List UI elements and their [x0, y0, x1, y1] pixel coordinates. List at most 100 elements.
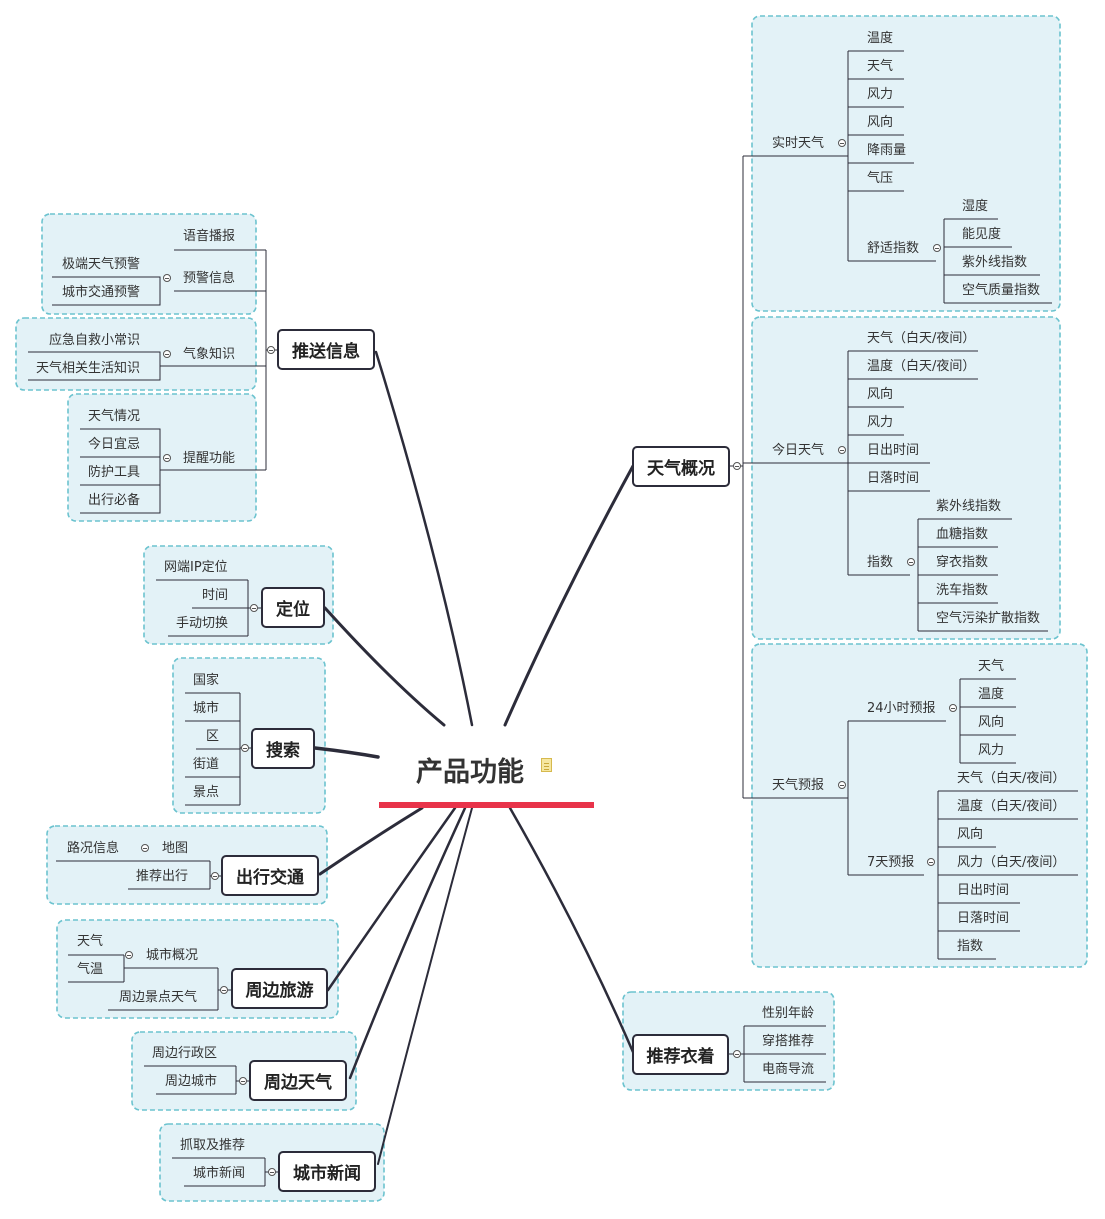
topic-24h-child[interactable]: 天气 [978, 659, 1005, 674]
topic-voice[interactable]: 语音播报 [183, 229, 236, 244]
topic-today-index[interactable]: 指数 [867, 555, 894, 570]
topic-locate-child[interactable]: 时间 [202, 588, 229, 603]
collapse-toggle-icon[interactable] [733, 462, 741, 470]
collapse-toggle-icon[interactable] [239, 1077, 247, 1085]
topic-7day-child[interactable]: 风力（白天/夜间） [957, 855, 1066, 870]
branch-clothing[interactable]: 推荐衣着 [632, 1034, 729, 1075]
topic-reminder-child[interactable]: 天气情况 [88, 409, 141, 424]
collapse-toggle-icon[interactable] [163, 350, 171, 358]
topic-index-child[interactable]: 空气污染扩散指数 [936, 611, 1041, 626]
topic-reminder[interactable]: 提醒功能 [183, 451, 236, 466]
collapse-toggle-icon[interactable] [268, 1168, 276, 1176]
root-topic[interactable]: 产品功能 [416, 757, 524, 788]
collapse-toggle-icon[interactable] [927, 858, 935, 866]
topic-tour-weather[interactable]: 天气 [77, 934, 104, 949]
collapse-toggle-icon[interactable] [125, 951, 133, 959]
topic-city-overview[interactable]: 城市概况 [146, 948, 199, 963]
topic-realtime-child[interactable]: 降雨量 [867, 143, 907, 158]
branch-push-info[interactable]: 推送信息 [277, 329, 375, 370]
topic-7day-child[interactable]: 指数 [957, 939, 984, 954]
topic-24h-child[interactable]: 风向 [978, 715, 1005, 730]
topic-knowledge-child[interactable]: 天气相关生活知识 [36, 361, 141, 376]
topic-realtime-child[interactable]: 天气 [867, 59, 894, 74]
topic-news-child[interactable]: 抓取及推荐 [180, 1138, 246, 1153]
branch-search[interactable]: 搜索 [251, 728, 315, 769]
collapse-toggle-icon[interactable] [267, 346, 275, 354]
topic-7day-child[interactable]: 天气（白天/夜间） [957, 771, 1066, 786]
topic-news-child[interactable]: 城市新闻 [193, 1166, 246, 1181]
topic-index-child[interactable]: 血糖指数 [936, 527, 989, 542]
topic-reminder-child[interactable]: 防护工具 [88, 465, 141, 480]
topic-comfort-child[interactable]: 空气质量指数 [962, 283, 1041, 298]
topic-realtime-child[interactable]: 风力 [867, 87, 894, 102]
topic-locate-child[interactable]: 网端IP定位 [164, 560, 228, 575]
topic-warning[interactable]: 预警信息 [183, 271, 236, 286]
topic-clothing-child[interactable]: 电商导流 [762, 1062, 815, 1077]
topic-forecast[interactable]: 天气预报 [772, 778, 825, 793]
branch-locate[interactable]: 定位 [261, 587, 325, 628]
topic-7day-child[interactable]: 日出时间 [957, 883, 1010, 898]
topic-today[interactable]: 今日天气 [772, 443, 825, 458]
topic-comfort-child[interactable]: 能见度 [962, 227, 1002, 242]
topic-search-child[interactable]: 街道 [193, 757, 220, 772]
topic-7day-child[interactable]: 风向 [957, 827, 984, 842]
collapse-toggle-icon[interactable] [211, 872, 219, 880]
topic-realtime-child[interactable]: 风向 [867, 115, 894, 130]
collapse-toggle-icon[interactable] [838, 781, 846, 789]
topic-warning-child[interactable]: 城市交通预警 [62, 285, 141, 300]
topic-knowledge-child[interactable]: 应急自救小常识 [49, 333, 141, 348]
topic-knowledge[interactable]: 气象知识 [183, 347, 236, 362]
collapse-toggle-icon[interactable] [220, 986, 228, 994]
topic-today-child[interactable]: 风向 [867, 387, 894, 402]
topic-index-child[interactable]: 穿衣指数 [936, 555, 989, 570]
topic-today-child[interactable]: 温度（白天/夜间） [867, 359, 976, 374]
topic-realtime[interactable]: 实时天气 [772, 136, 825, 151]
topic-comfort-index[interactable]: 舒适指数 [867, 241, 920, 256]
note-icon[interactable] [541, 758, 552, 772]
topic-comfort-child[interactable]: 湿度 [962, 199, 989, 214]
topic-warning-child[interactable]: 极端天气预警 [62, 257, 141, 272]
topic-7day-child[interactable]: 日落时间 [957, 911, 1010, 926]
topic-reminder-child[interactable]: 出行必备 [88, 493, 141, 508]
topic-24h-forecast[interactable]: 24小时预报 [867, 701, 936, 716]
topic-search-child[interactable]: 国家 [193, 673, 220, 688]
topic-search-child[interactable]: 景点 [193, 785, 220, 800]
collapse-toggle-icon[interactable] [141, 844, 149, 852]
collapse-toggle-icon[interactable] [241, 744, 249, 752]
collapse-toggle-icon[interactable] [163, 454, 171, 462]
collapse-toggle-icon[interactable] [949, 704, 957, 712]
branch-tour[interactable]: 周边旅游 [231, 968, 328, 1009]
branch-nearby-weather[interactable]: 周边天气 [249, 1060, 347, 1101]
branch-news[interactable]: 城市新闻 [278, 1151, 376, 1192]
topic-nearby-child[interactable]: 周边行政区 [152, 1046, 218, 1061]
collapse-toggle-icon[interactable] [907, 558, 915, 566]
collapse-toggle-icon[interactable] [838, 139, 846, 147]
topic-spot-weather[interactable]: 周边景点天气 [119, 990, 198, 1005]
topic-search-child[interactable]: 区 [206, 729, 220, 744]
topic-comfort-child[interactable]: 紫外线指数 [962, 255, 1028, 270]
topic-locate-child[interactable]: 手动切换 [176, 616, 229, 631]
topic-today-child[interactable]: 日出时间 [867, 443, 920, 458]
topic-7day-forecast[interactable]: 7天预报 [867, 855, 915, 870]
branch-weather[interactable]: 天气概况 [632, 446, 730, 487]
topic-today-child[interactable]: 风力 [867, 415, 894, 430]
topic-7day-child[interactable]: 温度（白天/夜间） [957, 799, 1066, 814]
topic-clothing-child[interactable]: 穿搭推荐 [762, 1034, 815, 1049]
topic-search-child[interactable]: 城市 [193, 701, 220, 716]
topic-road-info[interactable]: 路况信息 [67, 841, 120, 856]
collapse-toggle-icon[interactable] [250, 604, 258, 612]
topic-recommend-travel[interactable]: 推荐出行 [136, 869, 189, 884]
topic-24h-child[interactable]: 风力 [978, 743, 1005, 758]
topic-index-child[interactable]: 紫外线指数 [936, 499, 1002, 514]
topic-24h-child[interactable]: 温度 [978, 687, 1005, 702]
topic-clothing-child[interactable]: 性别年龄 [762, 1006, 815, 1021]
topic-realtime-child[interactable]: 气压 [867, 171, 894, 186]
topic-today-child[interactable]: 天气（白天/夜间） [867, 331, 976, 346]
collapse-toggle-icon[interactable] [933, 244, 941, 252]
topic-reminder-child[interactable]: 今日宜忌 [88, 437, 141, 452]
topic-realtime-child[interactable]: 温度 [867, 31, 894, 46]
topic-index-child[interactable]: 洗车指数 [936, 583, 989, 598]
topic-tour-temp[interactable]: 气温 [77, 962, 104, 977]
topic-nearby-child[interactable]: 周边城市 [165, 1074, 218, 1089]
branch-traffic[interactable]: 出行交通 [221, 855, 319, 896]
